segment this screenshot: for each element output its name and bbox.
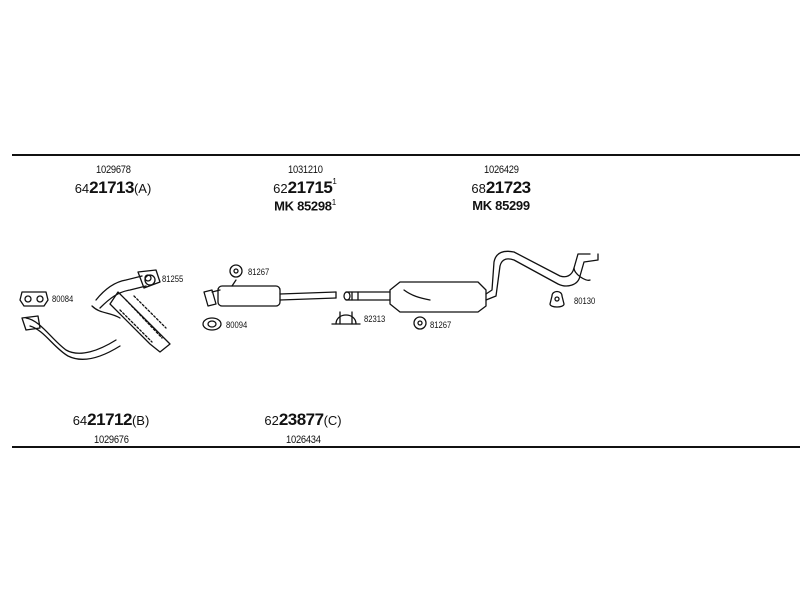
clamp-icon [144, 274, 156, 286]
bottom-divider-line [12, 446, 800, 448]
gasket-icon [202, 317, 222, 331]
part-number: 6821723 [471, 178, 531, 197]
rear-muffler-icon [389, 250, 599, 313]
part-number: 6421713(A) [74, 178, 152, 197]
part-catalog-number: 1026434 [285, 434, 321, 446]
mounting-kit-number: MK 85299 [472, 198, 530, 213]
part-number: 62217151 [273, 177, 337, 197]
callout-rubber-81267-rear: 81267 [430, 320, 452, 330]
rubber-hanger-icon [413, 316, 427, 330]
top-divider-line [12, 154, 800, 156]
hanger-icon [549, 290, 565, 308]
connector-pipe-icon [343, 291, 391, 301]
callout-gasket-80084: 80084 [52, 294, 74, 304]
rubber-hanger-icon [229, 264, 243, 278]
gasket-icon [19, 291, 49, 307]
part-ref-front-pipe-b: 6421712(B) 1029676 [56, 410, 166, 448]
callout-hanger-80130: 80130 [574, 296, 596, 306]
part-ref-front-pipe: 1029678 6421713(A) [58, 160, 168, 198]
front-muffler-icon [203, 279, 337, 307]
callout-gasket-80094: 80094 [226, 320, 248, 330]
part-catalog-number: 1026429 [483, 164, 519, 176]
u-clamp-icon [331, 311, 361, 325]
part-ref-front-muffler: 1031210 62217151 MK 852981 [250, 160, 360, 213]
part-ref-rear-muffler: 1026429 6821723 MK 85299 [446, 160, 556, 213]
callout-clamp-82313: 82313 [364, 314, 386, 324]
callout-clamp-81255: 81255 [162, 274, 184, 284]
part-number: 6223877(C) [264, 410, 342, 429]
mounting-kit-number: MK 852981 [274, 198, 336, 214]
part-catalog-number: 1029678 [95, 164, 131, 176]
part-ref-front-muffler-c: 6223877(C) 1026434 [248, 410, 358, 448]
part-catalog-number: 1031210 [287, 164, 323, 176]
part-number: 6421712(B) [72, 410, 150, 429]
front-pipe-icon [21, 269, 171, 360]
callout-rubber-81267-front: 81267 [248, 267, 270, 277]
part-catalog-number: 1029676 [93, 434, 129, 446]
